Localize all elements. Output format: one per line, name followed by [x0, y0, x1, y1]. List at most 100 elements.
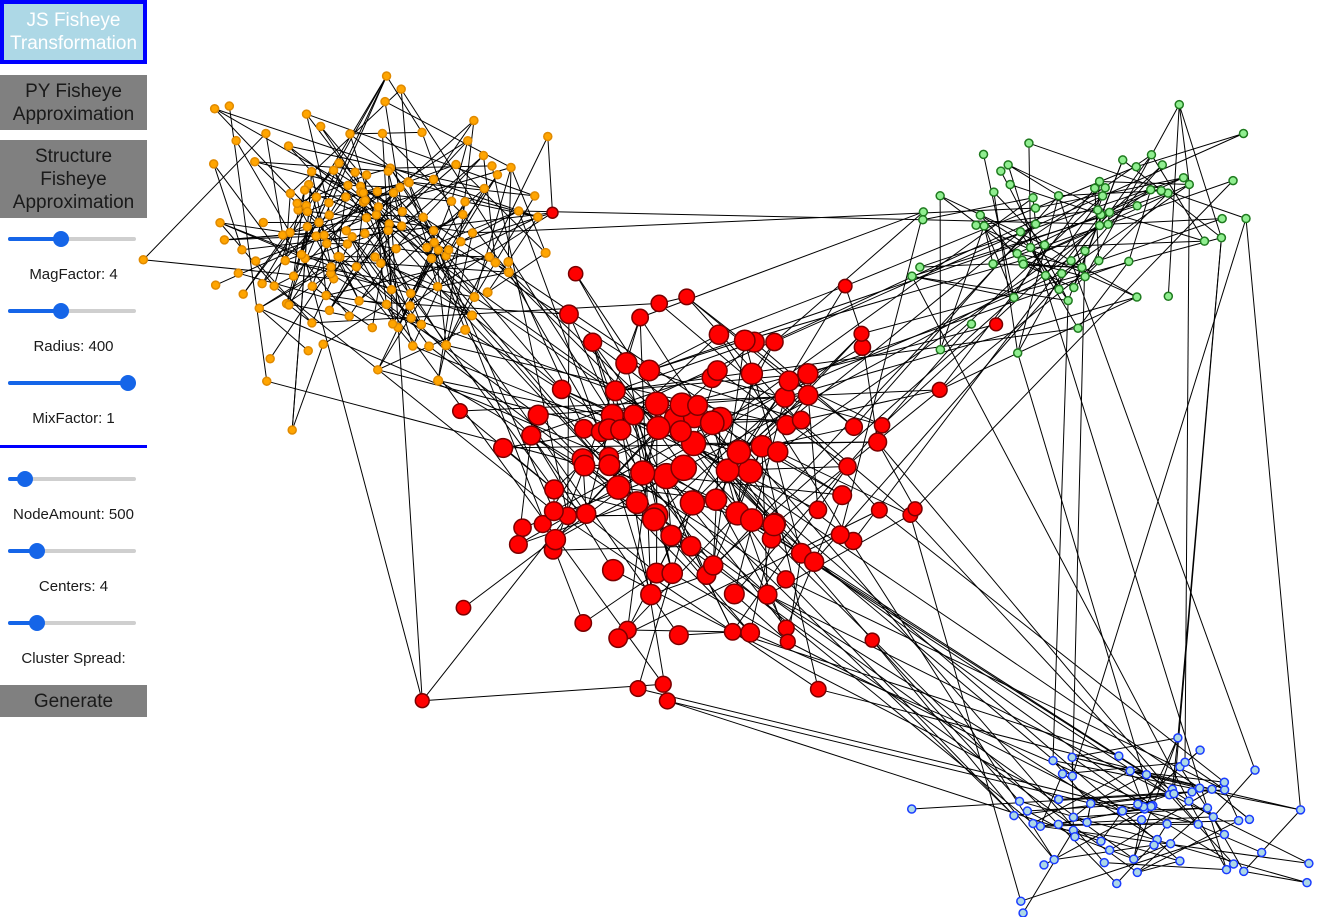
graph-node-green[interactable]	[1069, 282, 1079, 293]
graph-node-red[interactable]	[837, 278, 853, 294]
graph-node-red[interactable]	[740, 622, 761, 643]
graph-node-orange[interactable]	[361, 170, 372, 180]
graph-node-orange[interactable]	[333, 251, 343, 262]
graph-node-orange[interactable]	[209, 103, 220, 114]
generate-button[interactable]: Generate	[0, 685, 147, 717]
graph-node-blue[interactable]	[1250, 765, 1260, 775]
graph-node-red[interactable]	[988, 317, 1004, 332]
graph-node-red[interactable]	[623, 404, 645, 426]
graph-node-green[interactable]	[1131, 162, 1141, 172]
graph-node-orange[interactable]	[250, 256, 261, 266]
graph-node-red[interactable]	[608, 628, 629, 649]
graph-node-green[interactable]	[1241, 213, 1251, 224]
graph-node-red[interactable]	[765, 332, 784, 352]
graph-node-blue[interactable]	[1207, 784, 1217, 795]
graph-node-orange[interactable]	[469, 115, 479, 126]
graph-node-orange[interactable]	[306, 166, 317, 177]
graph-node-green[interactable]	[1216, 233, 1227, 243]
centers-slider[interactable]	[8, 543, 136, 559]
graph-node-orange[interactable]	[361, 212, 372, 223]
graph-node-orange[interactable]	[458, 209, 468, 220]
graph-node-orange[interactable]	[503, 267, 514, 278]
graph-node-blue[interactable]	[1233, 815, 1244, 826]
graph-node-blue[interactable]	[1136, 814, 1147, 825]
graph-node-red[interactable]	[638, 359, 661, 382]
graph-node-orange[interactable]	[224, 101, 235, 111]
graph-node-blue[interactable]	[1219, 785, 1230, 795]
graph-node-orange[interactable]	[285, 188, 296, 199]
graph-node-green[interactable]	[1005, 179, 1015, 190]
graph-node-red[interactable]	[451, 402, 469, 420]
graph-node-orange[interactable]	[407, 341, 418, 351]
graph-node-red[interactable]	[873, 416, 891, 434]
graph-node-red[interactable]	[669, 420, 692, 443]
graph-node-green[interactable]	[1030, 219, 1041, 229]
graph-node-red[interactable]	[776, 570, 796, 589]
graph-node-orange[interactable]	[383, 225, 393, 236]
graph-node-green[interactable]	[1199, 236, 1210, 246]
graph-node-orange[interactable]	[460, 324, 471, 335]
graph-node-orange[interactable]	[503, 257, 514, 267]
graph-node-green[interactable]	[915, 262, 925, 272]
graph-node-orange[interactable]	[443, 245, 454, 255]
graph-node-orange[interactable]	[302, 222, 313, 232]
graph-node-orange[interactable]	[284, 300, 294, 310]
graph-node-green[interactable]	[1157, 160, 1168, 170]
slider-thumb[interactable]	[52, 303, 69, 319]
graph-node-orange[interactable]	[254, 303, 265, 314]
graph-node-orange[interactable]	[487, 161, 497, 171]
graph-node-blue[interactable]	[1129, 854, 1139, 864]
graph-node-red[interactable]	[543, 501, 564, 522]
graph-node-orange[interactable]	[373, 202, 384, 212]
graph-node-green[interactable]	[1094, 220, 1105, 231]
graph-node-red[interactable]	[610, 419, 632, 441]
graph-node-blue[interactable]	[1239, 866, 1249, 877]
graph-node-red[interactable]	[650, 294, 669, 313]
graph-node-orange[interactable]	[540, 247, 551, 258]
graph-node-orange[interactable]	[404, 177, 414, 188]
graph-node-red[interactable]	[740, 362, 764, 385]
graph-node-green[interactable]	[1073, 323, 1083, 333]
graph-node-green[interactable]	[1174, 99, 1185, 110]
graph-node-orange[interactable]	[302, 206, 313, 217]
graph-node-red[interactable]	[739, 508, 764, 533]
graph-node-blue[interactable]	[1022, 806, 1033, 816]
graph-node-orange[interactable]	[296, 249, 307, 260]
graph-node-orange[interactable]	[319, 230, 329, 241]
graph-node-orange[interactable]	[530, 191, 540, 201]
graph-node-orange[interactable]	[288, 271, 299, 281]
graph-node-blue[interactable]	[1009, 810, 1019, 821]
graph-node-orange[interactable]	[543, 131, 553, 142]
graph-node-green[interactable]	[1184, 179, 1195, 190]
graph-node-orange[interactable]	[391, 243, 401, 254]
graph-node-red[interactable]	[575, 503, 597, 525]
graph-node-green[interactable]	[1009, 292, 1019, 303]
graph-node-red[interactable]	[870, 501, 888, 519]
graph-node-blue[interactable]	[1053, 794, 1064, 805]
graph-node-red[interactable]	[567, 265, 584, 282]
graph-node-orange[interactable]	[360, 228, 370, 239]
graph-node-green[interactable]	[1039, 240, 1050, 250]
graph-node-green[interactable]	[1040, 270, 1051, 281]
graph-node-orange[interactable]	[321, 290, 331, 301]
graph-node-green[interactable]	[966, 319, 977, 329]
graph-node-red[interactable]	[797, 384, 819, 406]
graph-node-orange[interactable]	[299, 185, 310, 195]
graph-node-green[interactable]	[1228, 175, 1238, 186]
graph-node-red[interactable]	[803, 551, 825, 573]
graph-node-blue[interactable]	[1187, 787, 1197, 797]
graph-node-orange[interactable]	[208, 159, 219, 169]
graph-node-orange[interactable]	[315, 121, 326, 132]
graph-node-orange[interactable]	[350, 167, 360, 177]
graph-node-red[interactable]	[551, 379, 572, 400]
graph-node-orange[interactable]	[344, 311, 354, 321]
graph-node-blue[interactable]	[1162, 819, 1172, 829]
graph-node-orange[interactable]	[311, 231, 321, 241]
graph-node-green[interactable]	[1012, 248, 1022, 259]
graph-node-red[interactable]	[625, 491, 649, 515]
slider-thumb[interactable]	[52, 231, 69, 247]
graph-node-blue[interactable]	[1016, 896, 1026, 906]
graph-node-red[interactable]	[733, 329, 756, 352]
graph-node-orange[interactable]	[345, 129, 355, 139]
